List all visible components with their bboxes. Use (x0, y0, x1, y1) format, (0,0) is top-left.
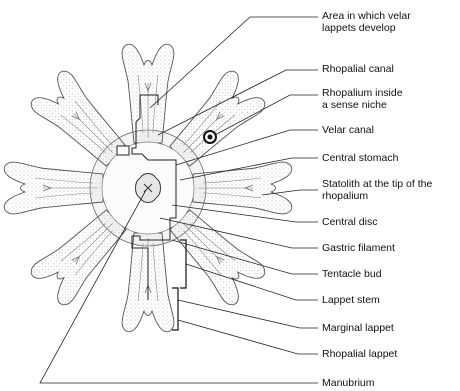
label-rhopalial-lappet: Rhopalial lappet (322, 348, 397, 360)
label-velar-lappets-area: Area in which velar lappets develop (322, 10, 411, 34)
leader-marginal-lappet (178, 300, 318, 328)
label-central-disc: Central disc (322, 216, 377, 228)
label-velar-canal: Velar canal (322, 124, 374, 136)
leader-rhopalial-lappet (178, 320, 318, 354)
label-statolith-line2: rhopalium (322, 190, 432, 202)
lappet-arm (193, 162, 292, 214)
label-manubrium: Manubrium (322, 377, 375, 389)
label-marginal-lappet: Marginal lappet (322, 322, 394, 334)
lappet-arm (4, 162, 103, 214)
label-rhopalium-niche-line2: a sense niche (322, 99, 403, 111)
label-central-stomach: Central stomach (322, 152, 398, 164)
label-statolith: Statolith at the tip of the rhopalium (322, 178, 432, 202)
label-lappet-stem: Lappet stem (322, 294, 380, 306)
label-velar-lappets-area-line2: lappets develop (322, 22, 411, 34)
label-tentacle-bud: Tentacle bud (322, 268, 382, 280)
label-gastric-filament: Gastric filament (322, 242, 395, 254)
label-rhopalium-niche-line1: Rhopalium inside (322, 87, 403, 99)
label-rhopalium-niche: Rhopalium inside a sense niche (322, 87, 403, 111)
label-rhopalial-canal: Rhopalial canal (322, 63, 394, 75)
label-statolith-line1: Statolith at the tip of the (322, 178, 432, 190)
label-velar-lappets-area-line1: Area in which velar (322, 10, 411, 22)
